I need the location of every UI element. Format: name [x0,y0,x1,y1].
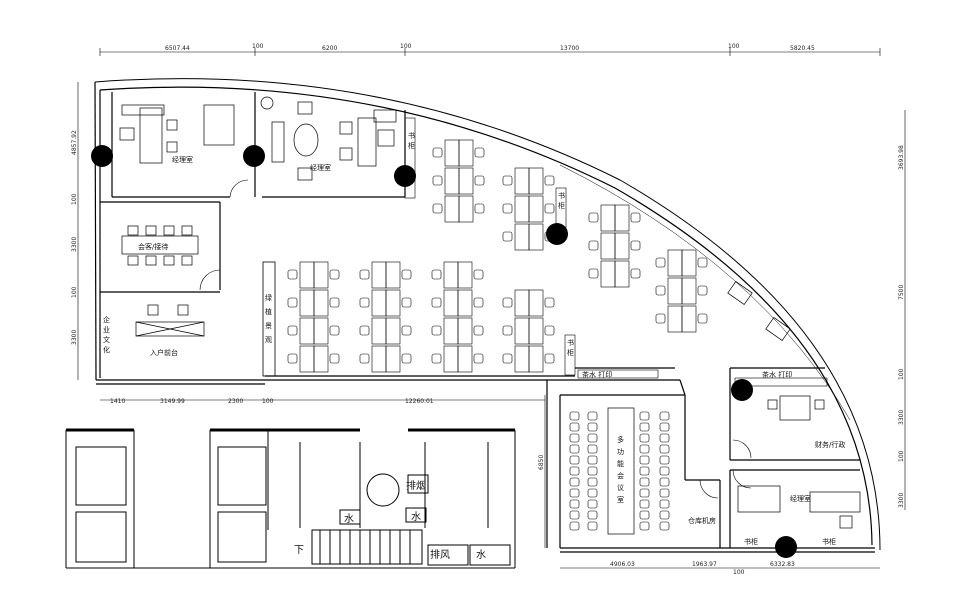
room-labels: 经理室 经理室 会客/接待 入户前台 财务/行政 经理室 茶水 打印 茶水 打印… [138,155,845,546]
dim-right-3: 100 [898,368,905,380]
label-reception-desk: 入户前台 [150,348,178,357]
label-storage-server: 仓库机房 [688,516,716,525]
label-exhaust-smoke: 排烟 [406,479,426,492]
dim-top-1: 6507.44 [165,45,190,52]
dimension-lines [77,48,906,569]
label-water-1: 水 [344,513,354,525]
label-finance-admin: 财务/行政 [815,440,845,449]
dim-lower-left: 6850 [538,455,545,470]
dim-mid-5: 12260.01 [405,398,434,405]
dim-left-4: 100 [71,286,78,298]
label-manager-office-2: 经理室 [310,163,331,172]
dim-right-2: 7500 [898,285,905,300]
dim-right-5: 100 [898,450,905,462]
dim-mid-1: 1410 [110,398,125,405]
dim-mid-4: 100 [262,398,274,405]
label-green-plant: 绿植景观 [265,293,272,344]
dim-bottom-1: 4906.03 [610,561,635,568]
label-bookcase-3: 书柜 [567,338,574,357]
dim-top-6: 100 [728,43,740,50]
dim-left-3: 3300 [71,237,78,252]
columns [91,145,797,558]
dim-right-1: 3693.98 [898,145,905,170]
label-bookcase-bottom-2: 书柜 [822,537,836,546]
dim-bottom-3: 100 [733,569,745,576]
label-exhaust: 排风 [430,548,450,561]
restroom-block [65,428,516,569]
label-culture-wall: 企业文化 [103,315,110,354]
dim-mid-3: 2300 [228,398,243,405]
label-reception-meeting: 会客/接待 [138,242,168,251]
dim-bottom-2: 1963.97 [692,561,717,568]
label-bookcase-2: 书柜 [558,191,565,210]
label-tea-print-1: 茶水 打印 [582,370,612,379]
dim-left-2: 100 [71,193,78,205]
dim-bottom-4: 6332.83 [770,561,795,568]
label-water-2: 水 [411,511,421,523]
walls [94,78,881,553]
dim-top-4: 100 [400,43,412,50]
dim-top-7: 5820.45 [790,45,815,52]
dim-right-4: 3300 [898,410,905,425]
label-down: 下 [294,545,304,556]
label-manager-office-3: 经理室 [790,494,811,503]
dim-right-6: 3300 [898,493,905,508]
dimension-labels: 6507.44 100 6200 100 13700 100 5820.45 4… [71,43,905,576]
label-manager-office-1: 经理室 [172,155,193,164]
dim-left-5: 3300 [71,330,78,345]
label-bookcase-bottom: 书柜 [744,537,758,546]
label-bookcase-1: 书柜 [408,131,415,150]
dim-top-2: 100 [252,43,264,50]
label-tea-print-2: 茶水 打印 [762,370,792,379]
restroom-labels: 下 水 水 水 排风 排烟 [294,479,486,561]
office-furniture [119,96,861,535]
dim-top-5: 13700 [560,45,579,52]
desk-clusters [287,139,708,531]
label-multi-meeting: 多功能会议室 [617,435,624,504]
dim-left-1: 4857.92 [71,130,78,155]
dim-top-3: 6200 [322,45,337,52]
label-water-3: 水 [476,549,486,561]
dim-mid-2: 3149.99 [160,398,185,405]
